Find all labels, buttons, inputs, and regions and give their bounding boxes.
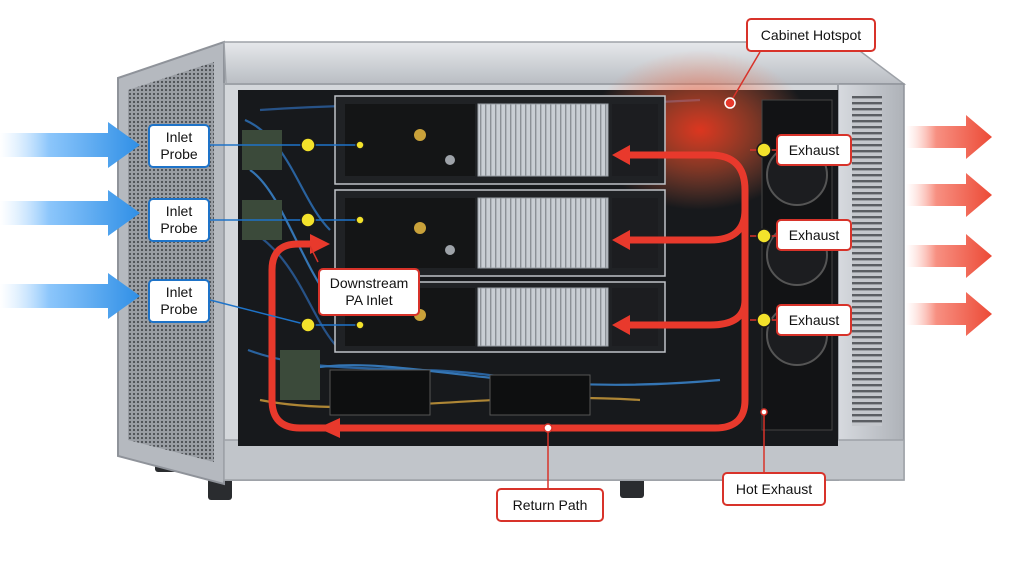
hot-recirculation-path [268,151,749,432]
rf-module-1 [334,95,666,185]
inlet-probe-label-3: Inlet Probe [148,279,210,323]
left-board [242,130,282,170]
inlet-arrow [0,122,140,168]
rf-module-2 [334,189,666,277]
left-side-mesh [128,62,214,462]
inlet-probe-text: Probe [160,301,198,317]
exhaust-airflow-arrows [906,115,992,336]
exhaust-probe-marker [756,142,772,158]
return-path-text: Return Path [512,496,588,513]
inner-probe-marker [355,215,365,225]
inlet-probe-label-1: Inlet Probe [148,124,210,168]
rf-module-3 [334,281,666,353]
left-board [280,350,320,400]
power-block [489,374,591,416]
exhaust-text: Exhaust [788,141,840,158]
exhaust-text: Exhaust [788,226,840,243]
exhaust-probe-marker [756,312,772,328]
downstream-pa-inlet-text: PA Inlet [345,292,393,308]
hot-exhaust-marker [760,408,768,416]
inlet-airflow-arrows [0,122,140,319]
hotspot-marker [724,97,736,109]
cabinet-hotspot-label: Cabinet Hotspot [746,18,876,52]
inlet-probe-marker [300,317,316,333]
inlet-arrow [0,190,140,236]
exhaust-label-2: Exhaust [776,219,852,251]
exhaust-probe-marker [756,228,772,244]
inlet-probe-text: Inlet [165,203,193,219]
leader-lines [209,51,776,490]
power-block [329,369,431,416]
inner-probe-marker [355,140,365,150]
cabinet-foot [620,478,644,498]
exhaust-arrow [906,173,992,217]
hot-exhaust-label: Hot Exhaust [722,472,826,506]
probe-markers [300,97,772,433]
inlet-arrow [0,273,140,319]
inner-probe-marker [355,320,365,330]
inlet-probe-text: Inlet [165,129,193,145]
return-path-label: Return Path [496,488,604,522]
exhaust-label-3: Exhaust [776,304,852,336]
exhaust-text: Exhaust [788,311,840,328]
inlet-probe-marker [300,137,316,153]
inlet-probe-text: Probe [160,146,198,162]
downstream-pa-inlet-label: Downstream PA Inlet [318,268,420,316]
inlet-probe-text: Inlet [165,284,193,300]
downstream-pa-inlet-text: Downstream [329,275,409,291]
inlet-probe-label-2: Inlet Probe [148,198,210,242]
right-vent [852,96,882,426]
inlet-probe-marker [300,212,316,228]
return-marker [543,423,553,433]
cabinet-hotspot-text: Cabinet Hotspot [760,26,862,43]
hot-path-arrowheads [310,145,630,438]
hot-exhaust-text: Hot Exhaust [735,480,813,497]
exhaust-label-1: Exhaust [776,134,852,166]
exhaust-arrow [906,292,992,336]
cabinet-foot [208,478,232,500]
exhaust-arrow [906,234,992,278]
inlet-probe-text: Probe [160,220,198,236]
exhaust-arrow [906,115,992,159]
